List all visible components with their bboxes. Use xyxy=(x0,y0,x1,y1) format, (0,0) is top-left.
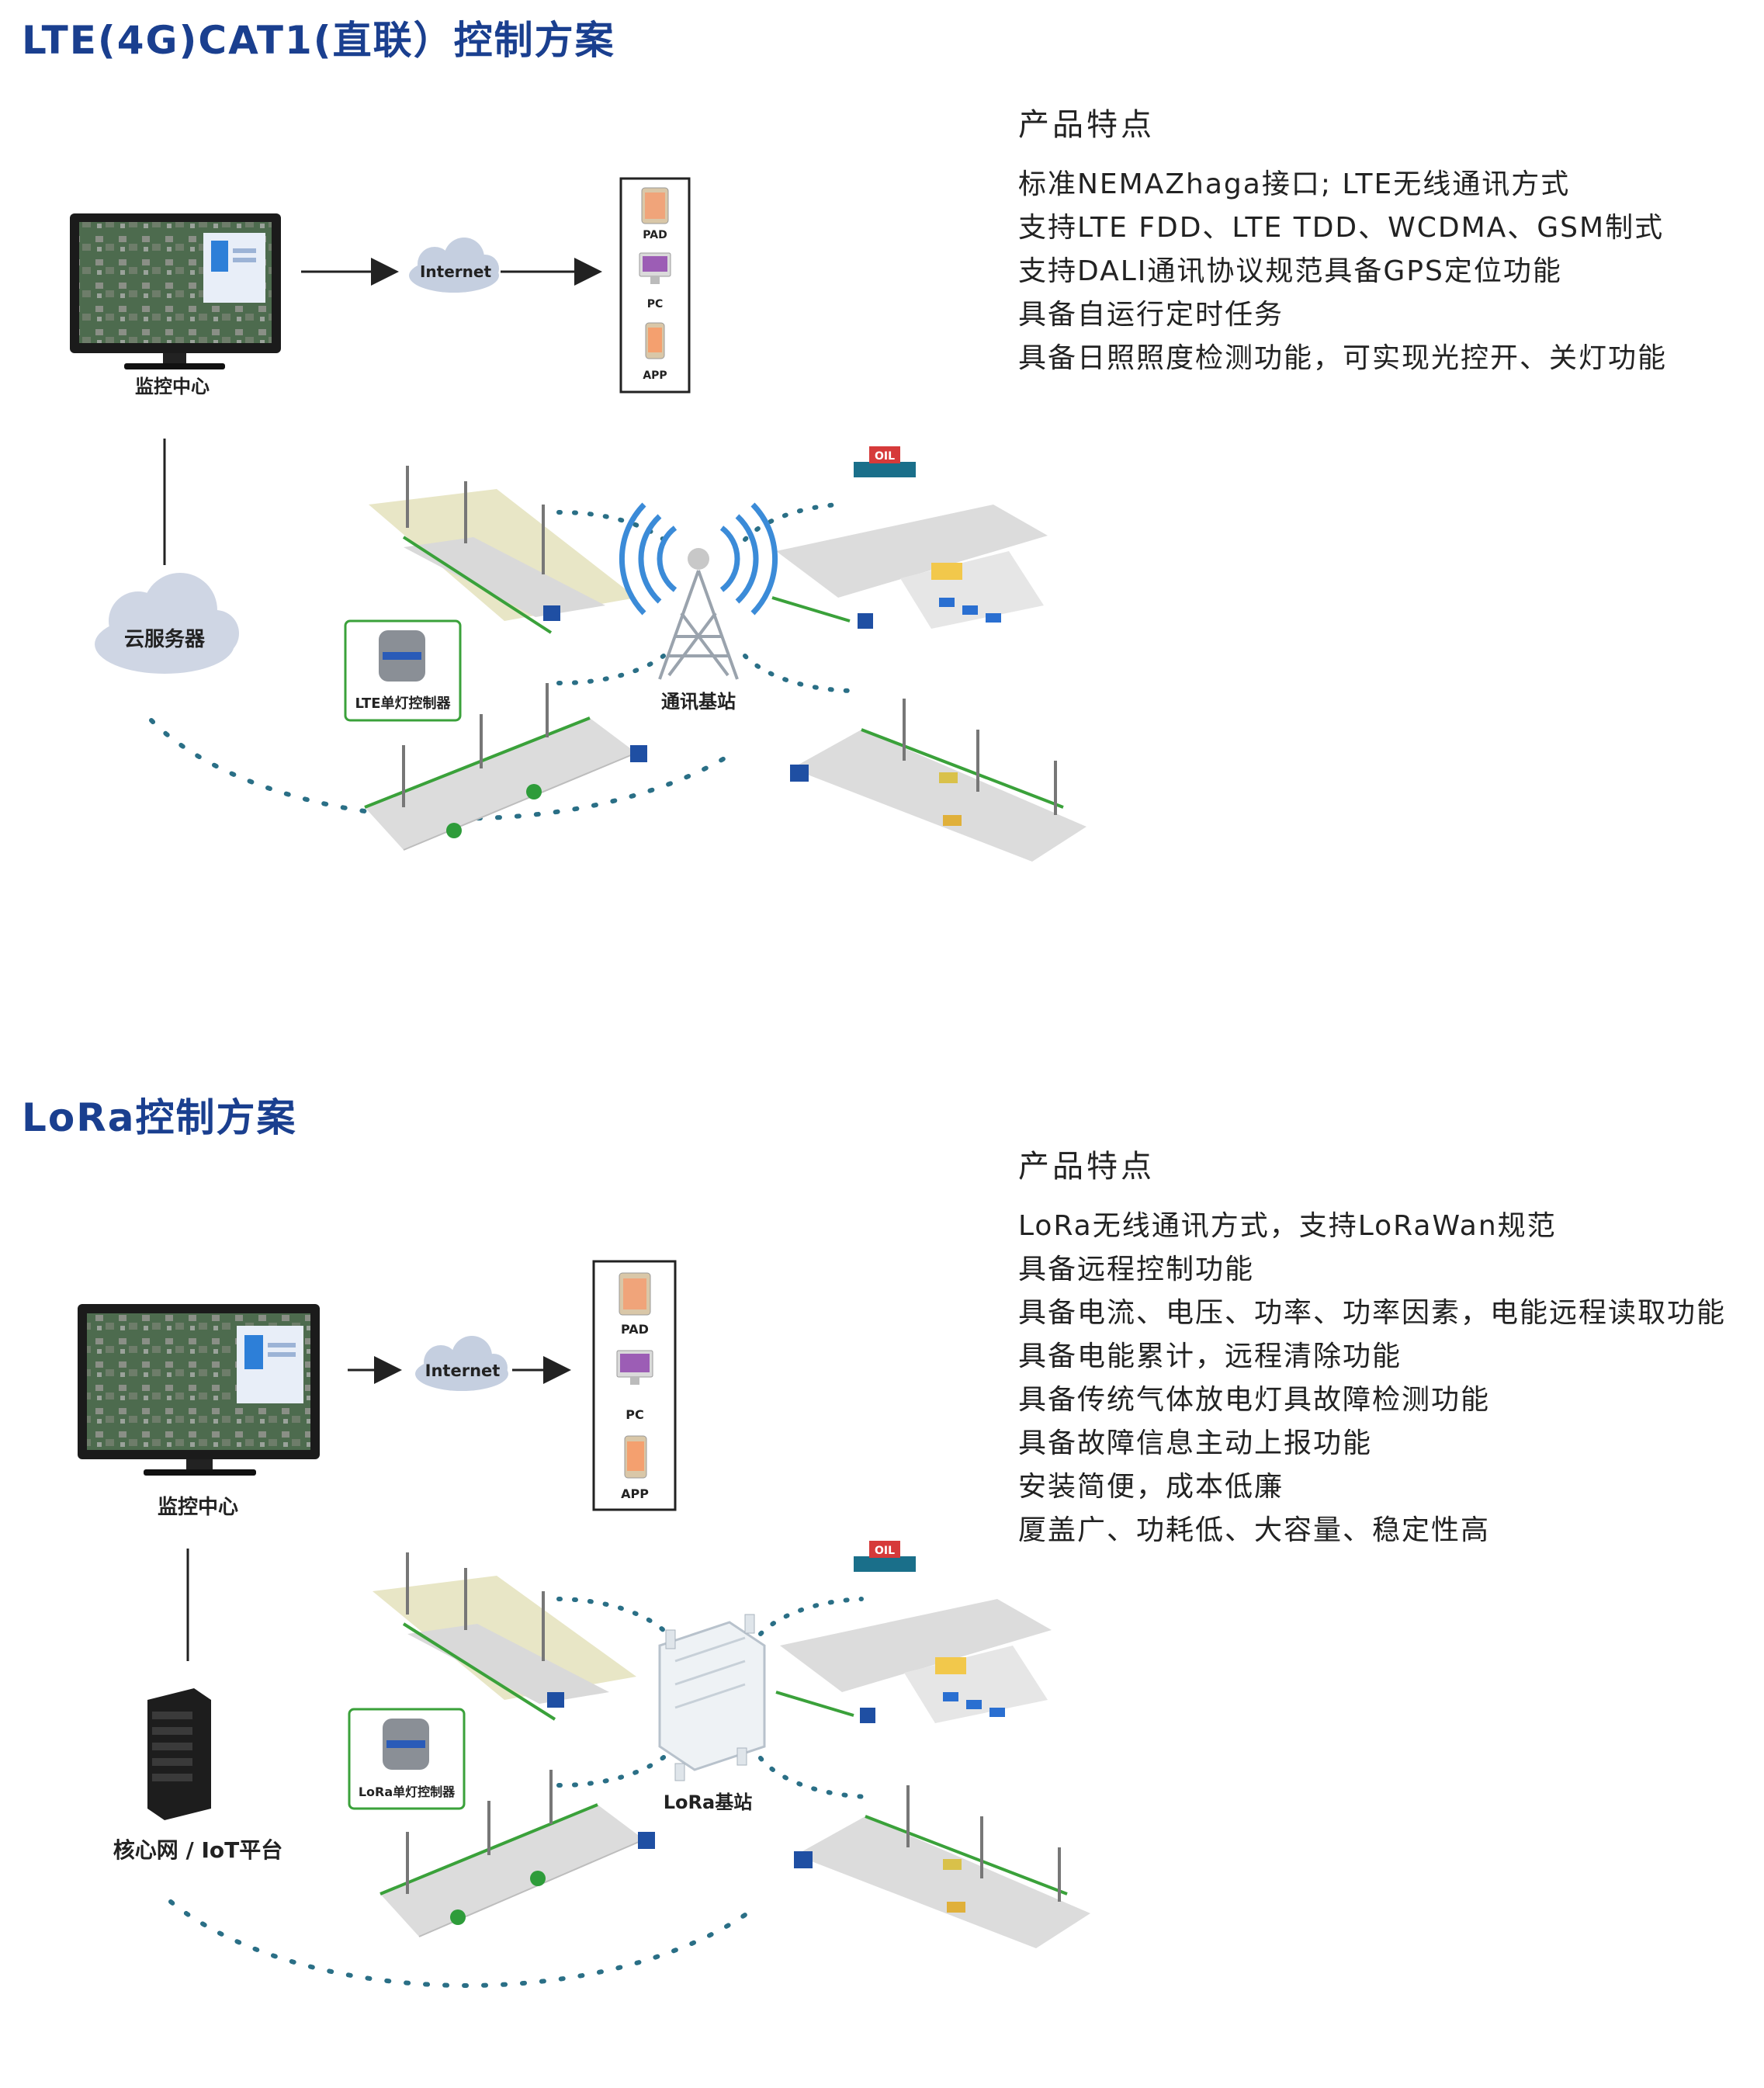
feature-item: 支持LTE FDD、LTE TDD、WCDMA、GSM制式 xyxy=(1018,212,1665,244)
road-scene-topleft xyxy=(373,1552,636,1721)
internet-cloud-icon xyxy=(409,238,499,293)
road-scene-bottomright xyxy=(790,699,1086,862)
monitor-icon xyxy=(78,1304,320,1476)
feature-item: 具备日照照度检测功能，可实现光控开、关灯功能 xyxy=(1018,342,1668,374)
phone-icon xyxy=(624,1435,647,1479)
road-scene-topleft xyxy=(369,466,636,634)
feature-item: 支持DALI通讯协议规范具备GPS定位功能 xyxy=(1018,255,1562,287)
gas-sign: OIL xyxy=(875,1545,895,1557)
device-label-pc: PC xyxy=(626,1407,643,1422)
feature-item: 具备电能累计，远程清除功能 xyxy=(1018,1341,1402,1372)
pc-icon xyxy=(639,252,671,284)
monitor-icon xyxy=(70,213,281,369)
feature-item: LoRa无线通讯方式，支持LoRaWan规范 xyxy=(1018,1210,1557,1242)
road-scene-bottomleft xyxy=(364,683,647,851)
feature-item: 安装简便，成本低廉 xyxy=(1018,1471,1284,1503)
feature-item: 厦盖广、功耗低、大容量、稳定性高 xyxy=(1018,1514,1491,1546)
device-label-pad: PAD xyxy=(621,1322,649,1337)
server-rack-icon xyxy=(147,1688,211,1820)
section1-title: LTE(4G)CAT1(直联）控制方案 xyxy=(22,18,615,63)
monitor-label: 监控中心 xyxy=(158,1496,238,1519)
feature-item: 具备故障信息主动上报功能 xyxy=(1018,1427,1373,1459)
controller-label: LTE单灯控制器 xyxy=(355,695,451,712)
device-label-pad: PAD xyxy=(643,229,667,241)
controller-label: LoRa单灯控制器 xyxy=(359,1785,456,1799)
station-label: 通讯基站 xyxy=(661,691,736,713)
internet-label: Internet xyxy=(420,262,491,281)
cloud-server-icon xyxy=(95,573,239,674)
feature-item: 具备电流、电压、功率、功率因素，电能远程读取功能 xyxy=(1018,1297,1727,1329)
server-label: 云服务器 xyxy=(124,628,206,651)
feature-item: 标准NEMAZhaga接口; LTE无线通讯方式 xyxy=(1018,168,1571,200)
server-label: 核心网 / IoT平台 xyxy=(113,1837,282,1863)
controller-icon xyxy=(379,630,425,682)
road-scene-bottomright xyxy=(794,1785,1090,1948)
monitor-label: 监控中心 xyxy=(135,376,210,397)
tablet-icon xyxy=(619,1272,651,1316)
feature-item: 具备自运行定时任务 xyxy=(1018,299,1284,331)
station-label: LoRa基站 xyxy=(664,1791,752,1813)
internet-label: Internet xyxy=(425,1361,501,1380)
signal-arc xyxy=(168,1597,872,1988)
internet-cloud-icon xyxy=(415,1336,508,1391)
section2-title: LoRa控制方案 xyxy=(22,1095,297,1140)
section1-features: 产品特点 标准NEMAZhaga接口; LTE无线通讯方式 支持LTE FDD、… xyxy=(1018,99,1748,380)
controller-icon xyxy=(383,1719,429,1770)
device-label-app: APP xyxy=(621,1486,649,1501)
pc-icon xyxy=(616,1350,653,1385)
section2-features: 产品特点 LoRa无线通讯方式，支持LoRaWan规范 具备远程控制功能 具备电… xyxy=(1018,1141,1748,1552)
road-scene-topright: OIL xyxy=(771,446,1048,629)
gas-sign: OIL xyxy=(875,450,895,463)
lte-architecture-diagram: 监控中心 Internet PAD PC APP 云服务器 xyxy=(70,177,1086,862)
road-scene-bottomleft xyxy=(379,1770,655,1937)
feature-item: 具备远程控制功能 xyxy=(1018,1254,1255,1285)
lora-architecture-diagram: 监控中心 Internet PAD PC APP 核心网 / IoT平台 xyxy=(78,1260,1090,1988)
signal-arc xyxy=(149,502,856,821)
section1-features-heading: 产品特点 xyxy=(1018,107,1155,143)
section2-features-heading: 产品特点 xyxy=(1018,1149,1155,1184)
cell-tower-icon xyxy=(619,502,778,680)
lora-gateway-icon xyxy=(658,1614,766,1781)
road-scene-topright: OIL xyxy=(775,1541,1052,1723)
feature-item: 具备传统气体放电灯具故障检测功能 xyxy=(1018,1384,1491,1416)
device-label-app: APP xyxy=(643,369,667,382)
tablet-icon xyxy=(641,187,669,224)
device-label-pc: PC xyxy=(647,298,664,310)
phone-icon xyxy=(645,322,665,359)
